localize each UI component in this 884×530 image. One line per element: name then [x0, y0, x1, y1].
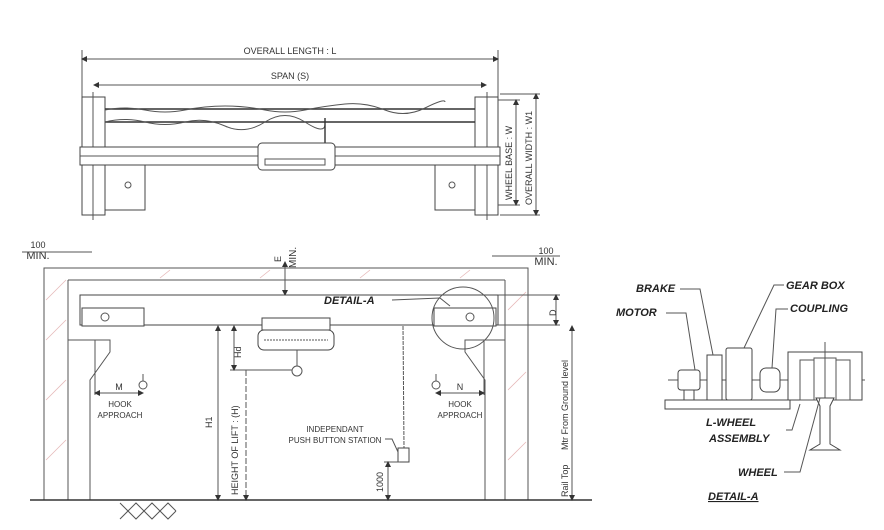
gear-box-label: GEAR BOX [786, 280, 845, 292]
hook-left-icon [138, 380, 148, 390]
end-carriage-right [434, 164, 476, 211]
brake [706, 354, 723, 401]
hook-approach-right-2: APPROACH [438, 411, 483, 420]
overall-width-label: OVERALL WIDTH : W1 [524, 111, 534, 205]
hook-right-icon [431, 380, 441, 390]
rail-top-label: Rail Top [560, 465, 570, 497]
rail-top-height-label: Mtr From Ground level [560, 360, 570, 450]
brake-label: BRAKE [636, 283, 676, 295]
pendant-label-1: INDEPENDANT [306, 425, 363, 434]
wheel-base-label: WHEEL BASE : W [504, 125, 514, 200]
end-carriage-left [104, 164, 146, 211]
rail [808, 397, 842, 451]
coupling-label: COUPLING [790, 303, 849, 315]
hook-icon [291, 365, 303, 377]
pendant-height-label: 1000 [375, 472, 385, 492]
m-label: M [115, 382, 123, 392]
detail-a-callout: DETAIL-A [324, 295, 375, 307]
detail-a-circle [431, 286, 495, 350]
hook-approach-right-1: HOOK [448, 400, 472, 409]
motor-label: MOTOR [616, 307, 657, 319]
clearance-right-value: 100 [538, 246, 553, 256]
hook-approach-left-2: APPROACH [98, 411, 143, 420]
clearance-right-unit: MIN. [534, 256, 557, 268]
n-label: N [457, 382, 464, 392]
clearance-left-unit: MIN. [26, 250, 49, 262]
span-label: SPAN (S) [271, 71, 309, 81]
h1-label: H1 [204, 416, 214, 428]
height-of-lift-label: HEIGHT OF LIFT : (H) [230, 405, 240, 495]
hoist-trolley [261, 317, 331, 331]
end-carriage-left-front [81, 307, 145, 327]
detail-a: BRAKE GEAR BOX MOTOR COUPLING L-WHEEL AS… [616, 280, 865, 503]
overall-length-label: OVERALL LENGTH : L [244, 46, 337, 56]
front-view: 100 MIN. 100 MIN. E MIN. D DETAIL-A [22, 240, 592, 520]
e-label: E [273, 256, 283, 262]
e-min-label: MIN. [288, 247, 299, 268]
gear-box [725, 347, 753, 401]
wheel-label: WHEEL [738, 467, 778, 479]
clearance-left-value: 100 [30, 240, 45, 250]
top-view: OVERALL LENGTH : L SPAN (S) WHEEL BASE :… [79, 46, 540, 220]
end-carriage-right-front [433, 307, 497, 327]
motor [677, 369, 701, 391]
base-plate [664, 399, 791, 410]
push-button-station [397, 447, 410, 463]
hoist-top [257, 142, 336, 171]
pendant-label-2: PUSH BUTTON STATION [289, 436, 382, 445]
hook-approach-left-1: HOOK [108, 400, 132, 409]
l-wheel-label-1: L-WHEEL [706, 417, 756, 429]
hd-label: Hd [233, 346, 243, 358]
d-label: D [548, 309, 558, 316]
l-wheel-label-2: ASSEMBLY [708, 433, 771, 445]
coupling [759, 367, 781, 393]
detail-a-title: DETAIL-A [708, 491, 759, 503]
